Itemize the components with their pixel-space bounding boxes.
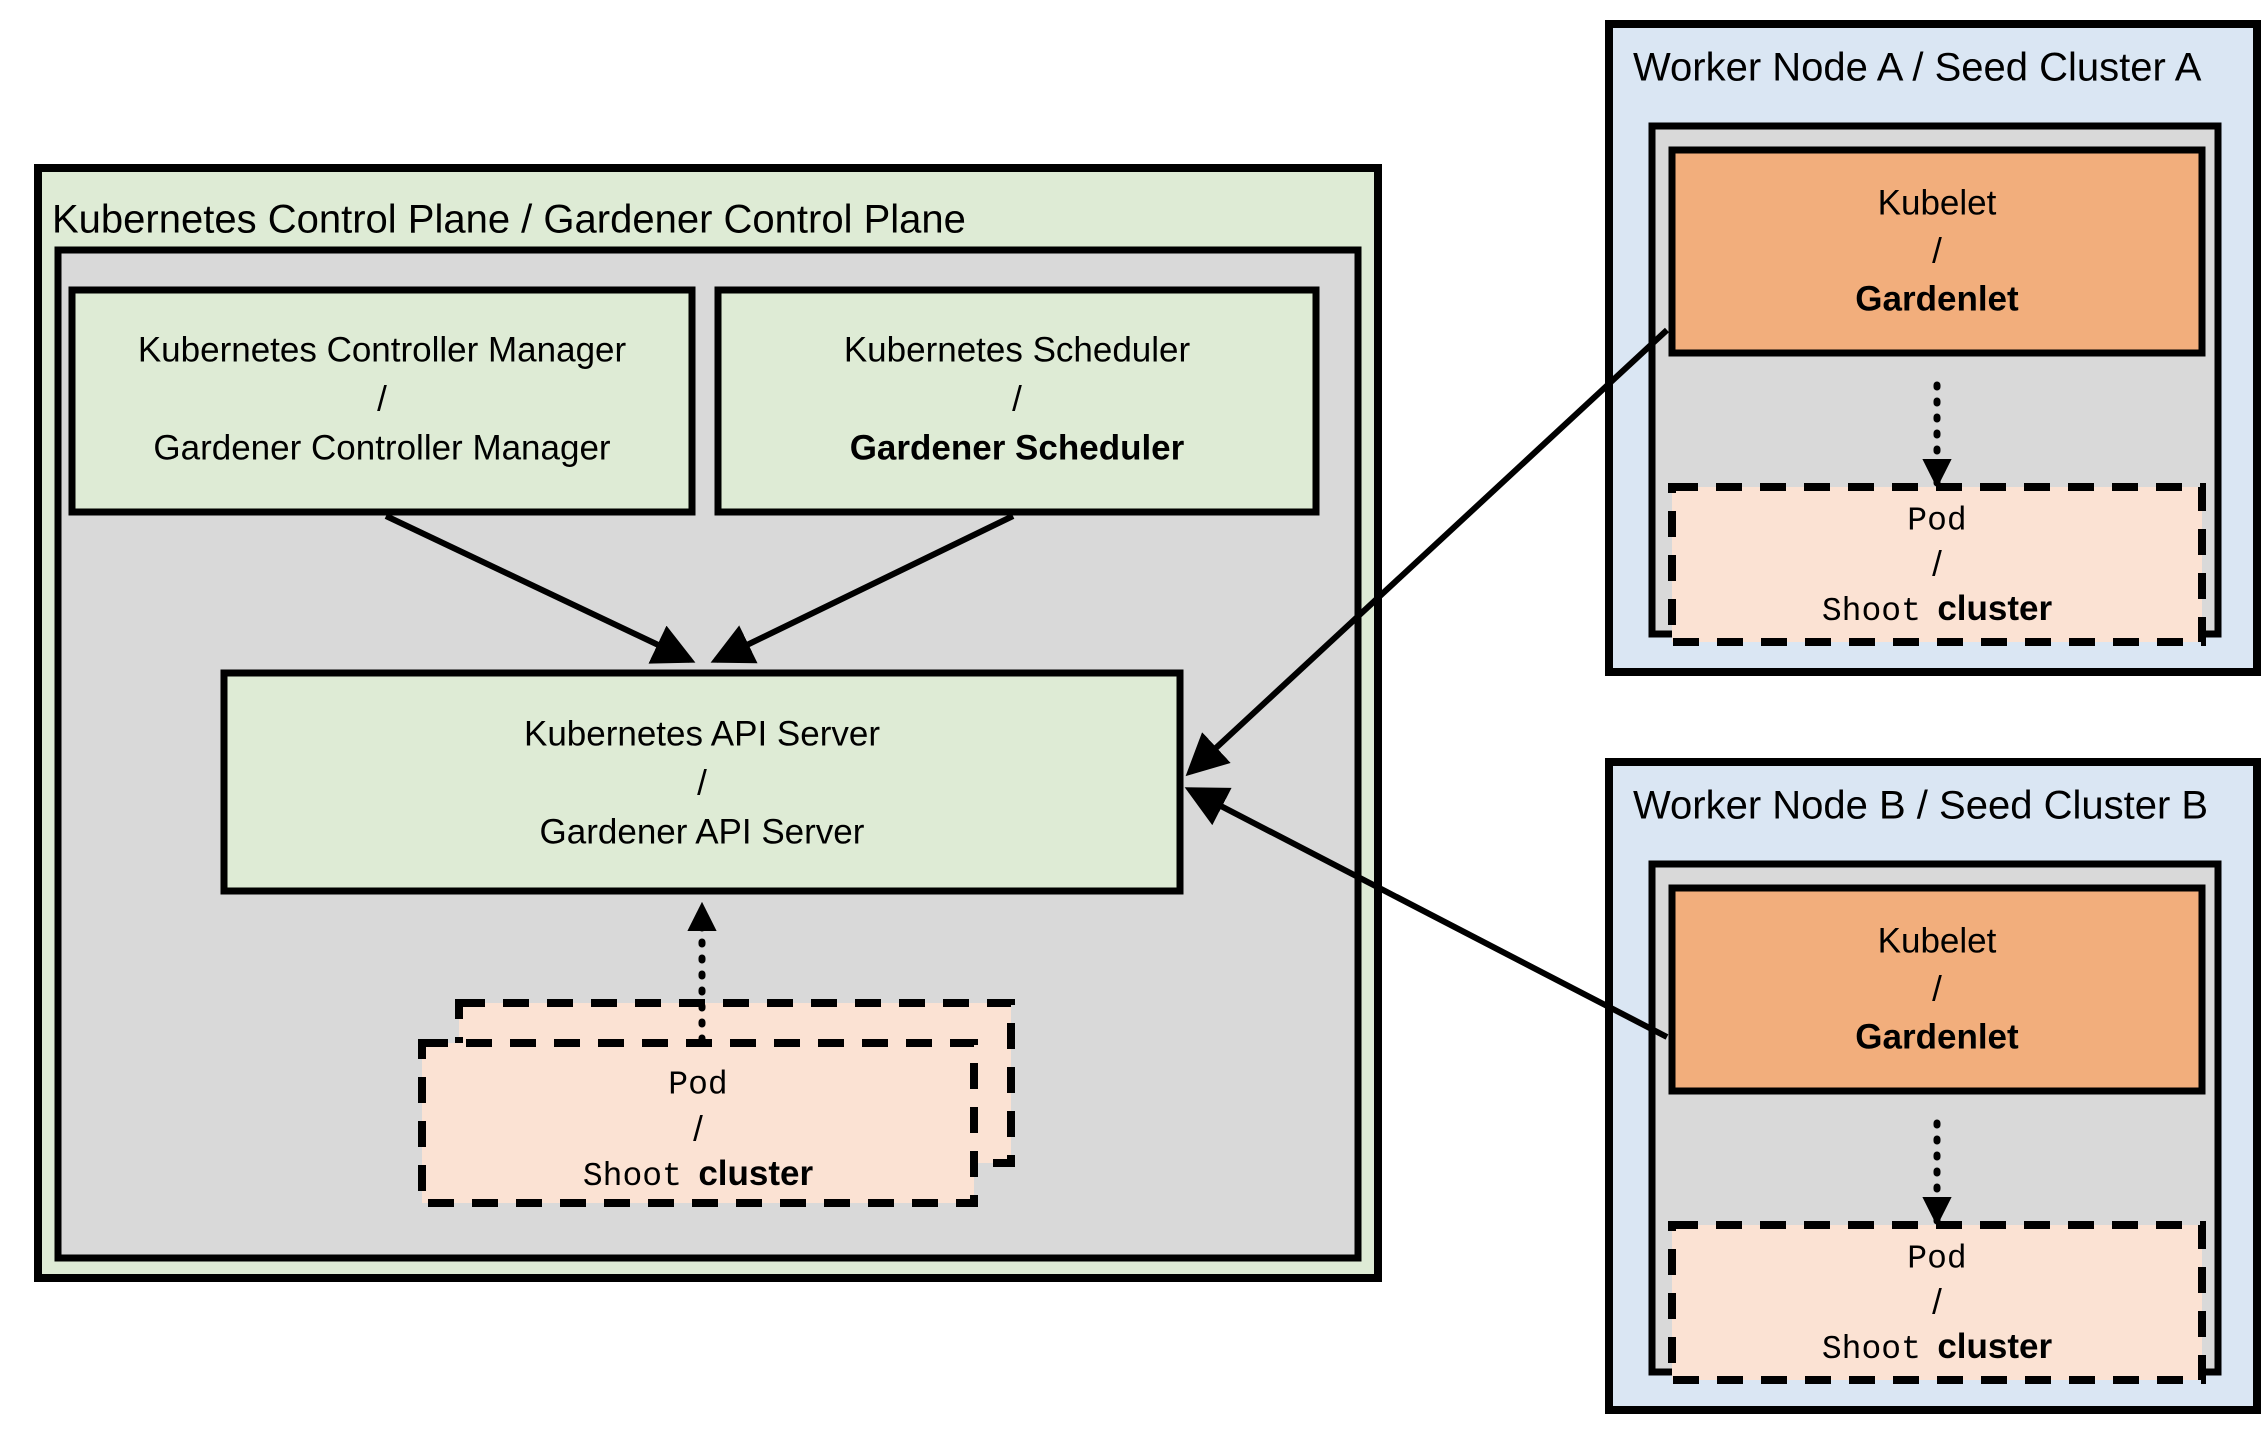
controller-manager-line1: Kubernetes Controller Manager — [138, 330, 627, 369]
worker-node-a-title: Worker Node A / Seed Cluster A — [1633, 46, 2202, 90]
worker-node-b-title: Worker Node B / Seed Cluster B — [1633, 784, 2208, 828]
controller-manager-line2: Gardener Controller Manager — [153, 428, 611, 467]
worker-node-a-pod-line2: Shoot cluster — [1822, 589, 2053, 629]
control-plane-pod-separator: / — [693, 1109, 703, 1148]
kubernetes-scheduler-box[interactable]: Kubernetes Scheduler / Gardener Schedule… — [714, 286, 1320, 516]
worker-node-b-kubelet-line2: Gardenlet — [1855, 1017, 2019, 1056]
kubernetes-controller-manager-box[interactable]: Kubernetes Controller Manager / Gardener… — [68, 286, 696, 516]
worker-node-b-kubelet-separator: / — [1932, 969, 1942, 1008]
arrow-scheduler-to-api-server — [710, 513, 1015, 664]
api-server-separator: / — [697, 763, 707, 802]
worker-node-b-pod-rect — [1668, 1221, 2206, 1384]
control-plane-title: Kubernetes Control Plane / Gardener Cont… — [52, 198, 966, 242]
api-server-line2: Gardener API Server — [540, 812, 865, 851]
control-plane-pod-cluster: cluster — [698, 1154, 813, 1193]
controller-manager-separator: / — [377, 379, 387, 418]
arrow-worker-node-a-to-api-server — [1185, 327, 1670, 777]
worker-node-a-pod-separator: / — [1932, 544, 1942, 583]
worker-node-a-pod-box[interactable]: Pod / Shoot cluster — [1668, 483, 2206, 646]
control-plane-pod-shoot: Shoot — [583, 1158, 682, 1195]
controller-manager-rect — [68, 286, 696, 516]
worker-node-a-kubelet-box[interactable]: Kubelet / Gardenlet — [1668, 146, 2206, 357]
control-plane-pod-front-rect — [418, 1039, 978, 1207]
worker-node-b-pod-shoot: Shoot — [1822, 1331, 1921, 1368]
control-plane-pod-line1: Pod — [668, 1067, 727, 1104]
worker-node-a-pod-line1: Pod — [1907, 503, 1966, 540]
worker-node-a-pod-shoot: Shoot — [1822, 593, 1921, 630]
scheduler-line1: Kubernetes Scheduler — [844, 330, 1191, 369]
worker-node-a-kubelet-separator: / — [1932, 231, 1942, 270]
worker-node-a-kubelet-line1: Kubelet — [1878, 183, 1997, 222]
control-plane-pod-box[interactable]: Pod / Shoot cluster — [418, 1039, 978, 1207]
scheduler-rect — [714, 286, 1320, 516]
worker-node-b-kubelet-box[interactable]: Kubelet / Gardenlet — [1668, 884, 2206, 1095]
worker-node-b-kubelet-rect — [1668, 884, 2206, 1095]
worker-node-b-pod-cluster: cluster — [1937, 1327, 2052, 1366]
worker-node-a-pod-cluster: cluster — [1937, 589, 2052, 628]
control-plane-pod-line2: Shoot cluster — [583, 1154, 814, 1194]
kubernetes-api-server-box[interactable]: Kubernetes API Server / Gardener API Ser… — [220, 669, 1184, 895]
worker-node-a-kubelet-rect — [1668, 146, 2206, 357]
worker-node-b-pod-line1: Pod — [1907, 1241, 1966, 1278]
arrow-controller-manager-to-api-server — [384, 513, 696, 664]
arrow-worker-node-b-to-api-server — [1184, 787, 1669, 1040]
scheduler-separator: / — [1012, 379, 1022, 418]
api-server-rect — [220, 669, 1184, 895]
worker-node-b-pod-line2: Shoot cluster — [1822, 1327, 2053, 1367]
scheduler-line2: Gardener Scheduler — [850, 428, 1185, 467]
worker-node-b-pod-box[interactable]: Pod / Shoot cluster — [1668, 1221, 2206, 1384]
worker-node-a-kubelet-line2: Gardenlet — [1855, 279, 2019, 318]
worker-node-b-kubelet-line1: Kubelet — [1878, 921, 1997, 960]
worker-node-b-pod-separator: / — [1932, 1282, 1942, 1321]
api-server-line1: Kubernetes API Server — [524, 714, 880, 753]
